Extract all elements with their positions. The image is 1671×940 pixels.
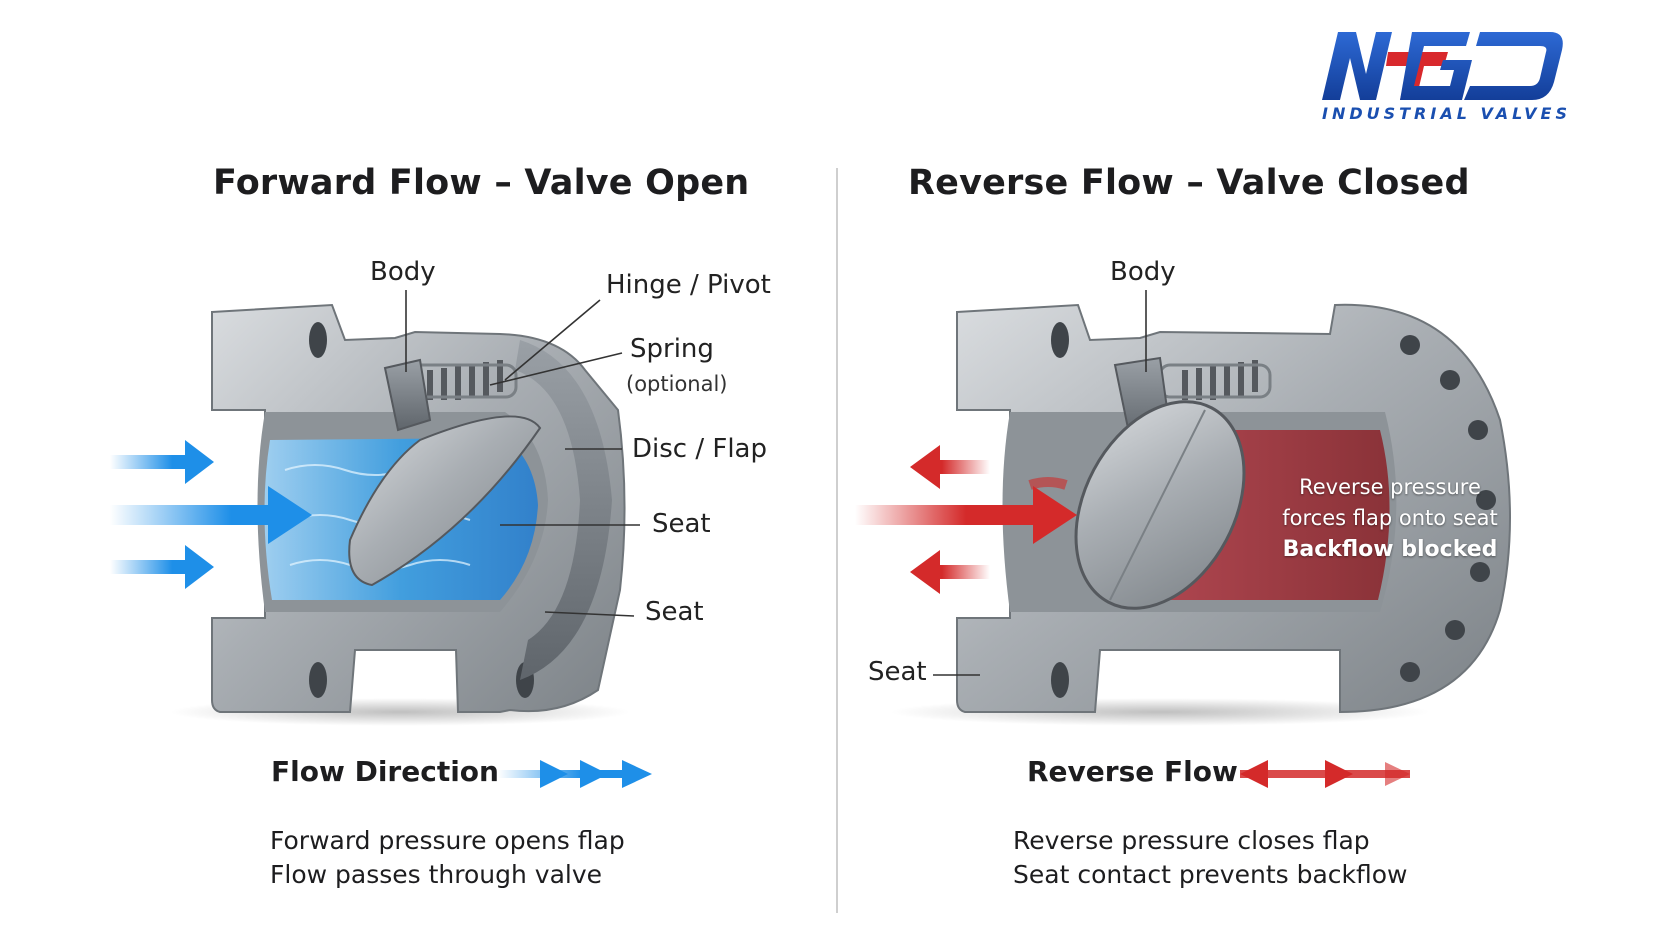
overlay-line-1: Reverse pressure [1299, 475, 1481, 499]
backflow-blocked-text: Backflow blocked [1282, 537, 1498, 562]
forward-flow-title: Forward Flow – Valve Open [213, 163, 750, 203]
label-body-left: Body [370, 257, 436, 287]
reverse-valve [855, 290, 1511, 726]
logo-mark [1322, 32, 1563, 100]
forward-legend-label: Flow Direction [271, 755, 499, 788]
overlay-line-2: forces flap onto seat [1282, 506, 1498, 530]
panel-divider [836, 168, 838, 913]
logo-tagline: INDUSTRIAL VALVES [1322, 104, 1571, 123]
reverse-caption-line-1: Reverse pressure closes flap [1013, 826, 1370, 855]
label-disc: Disc / Flap [632, 434, 767, 464]
label-seat-right: Seat [868, 657, 927, 687]
reverse-flow-title: Reverse Flow – Valve Closed [908, 163, 1470, 203]
label-seat-left-1: Seat [652, 509, 711, 539]
label-seat-left-2: Seat [645, 597, 704, 627]
reverse-caption: Reverse pressure closes flap Seat contac… [1013, 824, 1408, 892]
reverse-legend-label: Reverse Flow [1027, 755, 1238, 788]
label-spring: Spring [630, 334, 714, 364]
reverse-caption-line-2: Seat contact prevents backflow [1013, 860, 1408, 889]
reverse-pressure-overlay: Reverse pressure forces flap onto seat B… [1270, 472, 1510, 565]
label-body-right: Body [1110, 257, 1176, 287]
forward-legend-arrows [498, 760, 652, 788]
label-hinge: Hinge / Pivot [606, 270, 771, 300]
reverse-legend-arrows [1240, 760, 1410, 788]
overlay-bold: Backflow blocked [1270, 534, 1510, 565]
forward-caption: Forward pressure opens flap Flow passes … [270, 824, 625, 892]
brand-logo: INDUSTRIAL VALVES [1300, 22, 1600, 132]
label-spring-note: (optional) [626, 372, 728, 396]
forward-valve [110, 290, 640, 726]
forward-caption-line-2: Flow passes through valve [270, 860, 603, 889]
forward-caption-line-1: Forward pressure opens flap [270, 826, 625, 855]
